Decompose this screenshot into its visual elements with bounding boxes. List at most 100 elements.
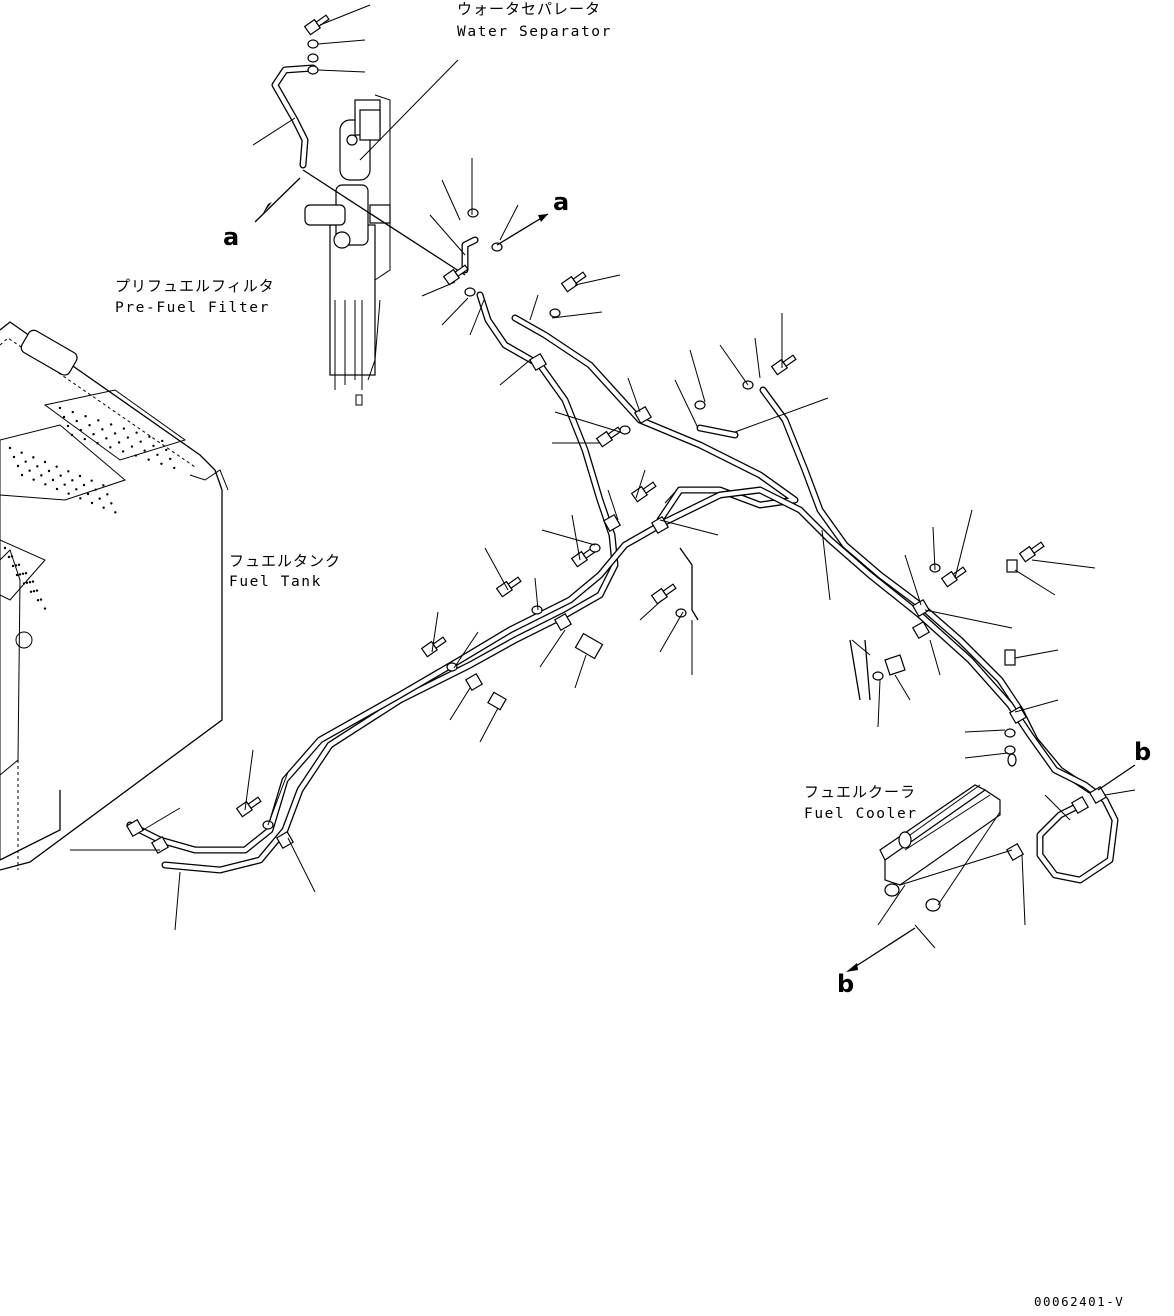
washer [1004,745,1016,755]
washer [694,400,706,410]
leader-line [429,214,466,256]
panel-dot [40,474,43,477]
bracket [884,654,906,676]
panel-dot [106,493,109,496]
leader-line [541,529,596,546]
washer [491,242,503,252]
panel-dot [36,465,39,468]
panel-dot [15,573,19,577]
bolt [1018,541,1045,563]
panel-dot [97,419,100,422]
panel-dot [24,572,28,575]
ref-b-right: b [1134,738,1151,766]
panel-dot [25,581,29,584]
panel-dot [79,497,82,500]
panel-dot [3,546,7,550]
panel-dot [16,464,20,468]
hose-clamp [1008,705,1028,725]
fittings [125,14,1108,862]
leader-line [252,117,296,146]
leader-line [894,674,911,701]
bracket [679,547,699,621]
bolt-shank [315,14,330,28]
panel-dot [122,427,126,430]
bracket [849,639,871,701]
leader-line [1031,559,1096,569]
panel-dot [147,458,150,461]
panel-dot [32,456,35,459]
bolt [495,576,522,598]
leader-line [554,411,621,433]
bolt-shank [952,566,967,580]
panel-dot [12,455,16,459]
panel-dot [117,441,121,444]
panel-dot [102,506,105,509]
hose-clamp [275,830,295,850]
washer [531,605,543,615]
block-fitting [1004,649,1016,666]
panel-dot [83,437,86,441]
panel-dot [92,433,95,436]
panel-dot [62,415,66,419]
panel-dot [71,479,74,482]
leader-line [719,344,749,386]
panel-dot [70,433,74,437]
panel-dot [28,469,31,472]
panel-dot [43,460,47,464]
panel-dot [36,599,40,602]
panel-dot [130,445,134,448]
panel-dot [24,460,27,463]
leader-line [571,514,581,561]
panel-dot [66,424,70,428]
hose-clamp [1005,842,1025,862]
panel-dot [44,483,47,486]
leader-line [664,490,677,504]
washer [1004,728,1016,738]
leader-line [659,611,684,653]
leader-line [551,311,603,319]
leader-line [899,849,1013,886]
panel-dot [51,478,55,482]
fuel-tank [0,321,229,871]
panel-dot [109,446,112,449]
panel-dot [67,492,70,495]
panel-dot [20,473,24,477]
panel-dot [71,410,74,414]
pre-fuel-filter-label-jp: プリフュエルフィルタ [115,277,275,295]
panel-dot [82,483,86,487]
ref-b-bottom: b [837,970,854,998]
leader-line [469,299,485,336]
panel-dot [79,428,82,432]
leader-line [317,39,366,45]
panel-dot [126,436,130,439]
spacer [574,632,604,660]
leader-line [627,377,641,413]
washer [872,671,884,681]
washer [307,53,319,63]
hose-clamp [911,598,931,618]
fuel-cooler-label-jp: フュエルクーラ [804,783,916,801]
leader-line [441,297,469,326]
panel-dot [165,448,168,452]
hose-clamp [911,620,931,640]
leader-line [635,469,646,499]
leader-line [574,654,587,689]
panel-dot [31,580,35,583]
leader-line [174,871,181,931]
water-separator-label-en: Water Separator [457,24,612,40]
panel-dot [161,439,164,443]
hose-clamp [553,612,573,632]
hose-clamp [602,513,622,533]
washer [589,543,601,553]
bolt [303,14,330,36]
panel-dot [55,487,59,491]
leader-line [142,807,181,831]
washer [307,65,319,75]
panel-dot [139,440,142,443]
leader-line [659,519,719,536]
bolt [442,264,469,286]
leader-line [639,599,663,621]
panel-dot [114,511,117,514]
panel-dot [21,572,25,575]
